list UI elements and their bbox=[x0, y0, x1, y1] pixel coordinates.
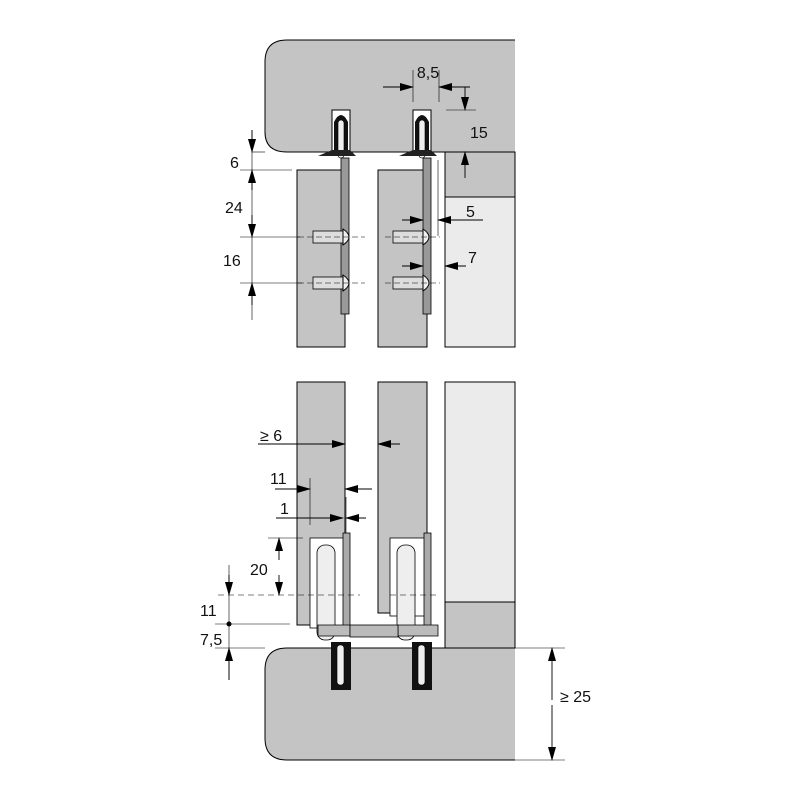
dim-roller-height: 20 bbox=[250, 562, 268, 579]
top-right-light-panel bbox=[444, 196, 516, 348]
bottom-dimension-lines bbox=[215, 440, 565, 761]
dim-door-gap: ≥ 6 bbox=[260, 428, 282, 445]
dim-rod-offset-a: 5 bbox=[466, 204, 475, 221]
top-rail bbox=[264, 39, 515, 153]
bottom-right-wall bbox=[444, 601, 516, 649]
dim-screw-spacing: 16 bbox=[223, 253, 241, 270]
top-right-wall bbox=[444, 151, 516, 198]
door-rear-upper bbox=[377, 169, 428, 348]
bottom-section: ≥ 6 11 1 20 11 7,5 ≥ 25 bbox=[200, 381, 591, 761]
top-dimension-lines bbox=[240, 70, 483, 320]
dim-screw-offset: 24 bbox=[225, 200, 243, 217]
dim-guide-clearance: 1 bbox=[280, 501, 289, 518]
dim-rail-height: ≥ 25 bbox=[560, 689, 591, 706]
top-section: 8,5 15 6 24 16 5 7 bbox=[223, 39, 516, 348]
dim-guide-width: 11 bbox=[270, 471, 287, 488]
guide-profile bbox=[349, 624, 399, 638]
dim-fitting-spacing: 8,5 bbox=[417, 65, 439, 82]
dim-roller-axis: 11 bbox=[200, 603, 217, 620]
bottom-rail bbox=[264, 647, 515, 761]
dim-bottom-gap: 7,5 bbox=[200, 632, 222, 649]
dim-top-gap: 6 bbox=[230, 155, 239, 172]
roller-rear bbox=[389, 532, 439, 641]
door-front-upper bbox=[296, 169, 346, 348]
bottom-right-light-panel bbox=[444, 381, 516, 603]
dim-rail-depth: 15 bbox=[470, 125, 488, 142]
dim-rod-offset-b: 7 bbox=[468, 250, 477, 267]
bottom-fittings bbox=[331, 642, 432, 690]
roller-front bbox=[309, 532, 351, 641]
